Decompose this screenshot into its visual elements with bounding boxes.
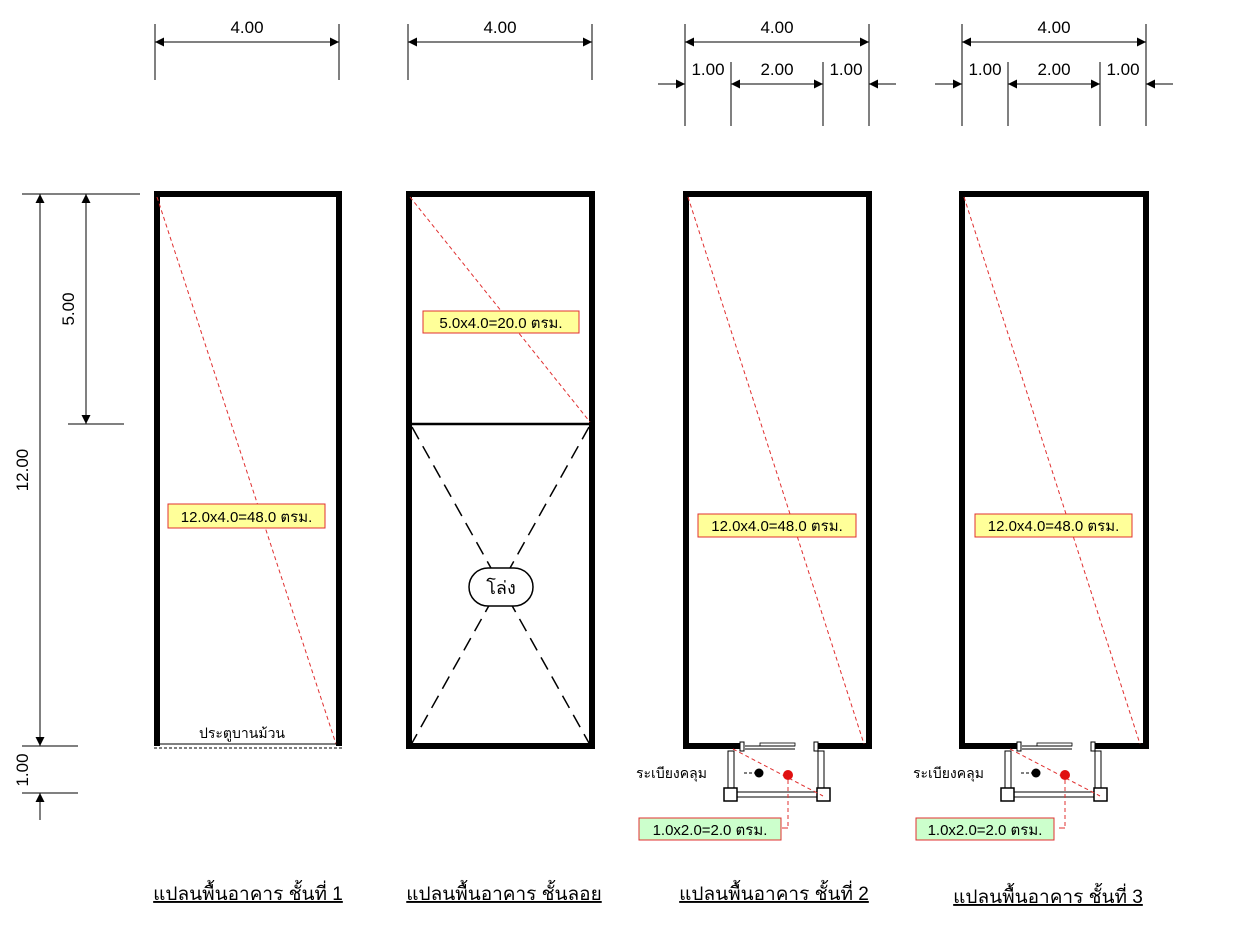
plan-floor-3: ระเบียงคลุม 1.0x2.0=2.0 ตรม. 12.0x4.0=48… xyxy=(913,191,1149,908)
top-dimension-plan-1: 4.00 xyxy=(154,18,340,80)
balcony-area-label: 1.0x2.0=2.0 ตรม. xyxy=(653,822,768,839)
plan-title: แปลนพื้นอาคาร ชั้นลอย xyxy=(406,880,601,905)
dim-sub-right-label: 1.00 xyxy=(1106,60,1139,79)
plan-title: แปลนพื้นอาคาร ชั้นที่ 1 xyxy=(153,880,343,905)
dim-width-label: 4.00 xyxy=(1037,18,1070,37)
plan-floor-2: ระเบียงคลุม 1.0x2.0=2.0 ตรม. 12.0x4.0=48… xyxy=(636,191,872,905)
area-label-box xyxy=(422,310,580,334)
area-label: 12.0x4.0=48.0 ตรม. xyxy=(711,518,843,535)
area-label-box xyxy=(697,513,857,538)
plan-title: แปลนพื้นอาคาร ชั้นที่ 3 xyxy=(953,883,1143,908)
dim-width-label: 4.00 xyxy=(483,18,516,37)
top-dimension-plan-3: 4.00 1.00 2.00 1.00 xyxy=(658,18,896,126)
plan-mezzanine: โล่ง 5.0x4.0=20.0 ตรม. แปลนพื้นอาคาร ชั้… xyxy=(406,191,602,905)
rolling-door-label: ประตูบานม้วน xyxy=(199,725,285,742)
void-marker xyxy=(468,567,534,607)
top-dimension-plan-2: 4.00 xyxy=(407,18,593,80)
dim-width-label: 4.00 xyxy=(230,18,263,37)
dim-sub-left-label: 1.00 xyxy=(691,60,724,79)
dim-height-canopy-label: 1.00 xyxy=(13,753,32,786)
area-label-box xyxy=(167,503,326,529)
dim-height-total-label: 12.00 xyxy=(13,449,32,492)
balcony-label: ระเบียงคลุม xyxy=(636,765,707,782)
balcony-area-box xyxy=(638,817,782,841)
dim-sub-mid-label: 2.00 xyxy=(760,60,793,79)
area-label-box xyxy=(974,513,1133,538)
dim-height-mezz-label: 5.00 xyxy=(59,292,78,325)
void-label: โล่ง xyxy=(486,577,516,598)
dim-sub-right-label: 1.00 xyxy=(829,60,862,79)
left-dimensions: 12.00 5.00 1.00 xyxy=(13,193,140,820)
area-label: 12.0x4.0=48.0 ตรม. xyxy=(988,518,1120,535)
dim-sub-mid-label: 2.00 xyxy=(1037,60,1070,79)
dim-width-label: 4.00 xyxy=(760,18,793,37)
dim-sub-left-label: 1.00 xyxy=(968,60,1001,79)
top-dimension-plan-4: 4.00 1.00 2.00 1.00 xyxy=(935,18,1173,126)
balcony-area-label: 1.0x2.0=2.0 ตรม. xyxy=(928,822,1043,839)
plan-title: แปลนพื้นอาคาร ชั้นที่ 2 xyxy=(679,880,869,905)
balcony-label: ระเบียงคลุม xyxy=(913,765,984,782)
area-label: 12.0x4.0=48.0 ตรม. xyxy=(181,509,313,526)
plan-floor-1: ประตูบานม้วน 12.0x4.0=48.0 ตรม. แปลนพื้น… xyxy=(153,191,343,905)
area-label: 5.0x4.0=20.0 ตรม. xyxy=(439,315,562,332)
balcony-area-box xyxy=(915,817,1055,841)
